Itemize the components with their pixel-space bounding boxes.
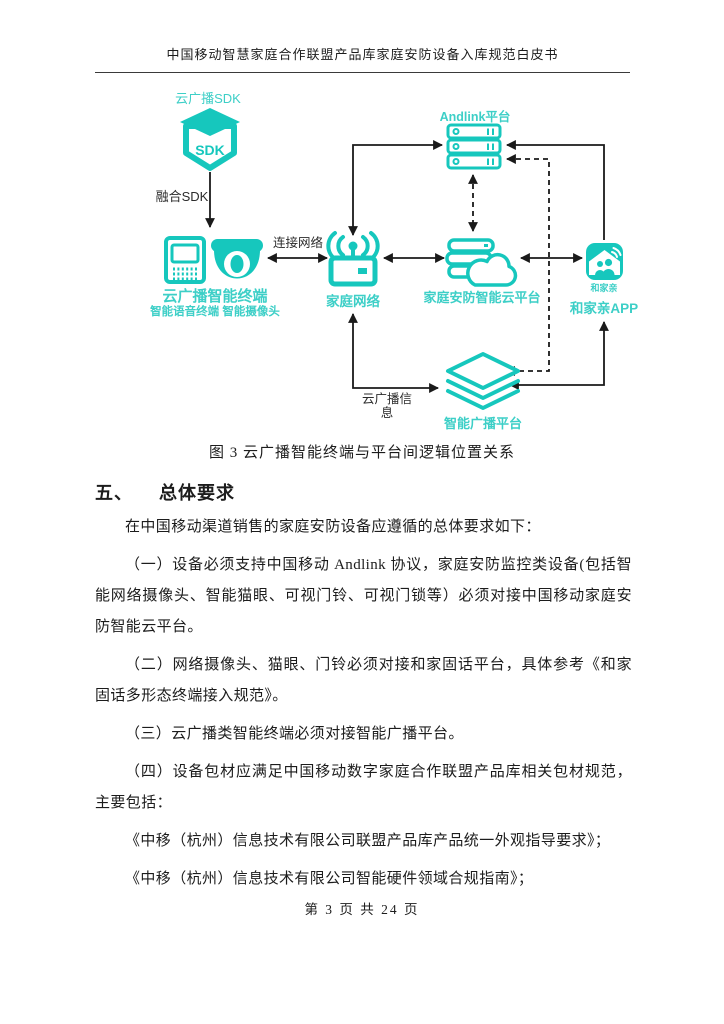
label-connect-network: 连接网络 bbox=[272, 236, 323, 250]
section-body: 在中国移动渠道销售的家庭安防设备应遵循的总体要求如下： （一）设备必须支持中国移… bbox=[95, 512, 632, 901]
section-heading: 五、 总体要求 bbox=[95, 479, 235, 505]
paragraph: （一）设备必须支持中国移动 Andlink 协议，家庭安防监控类设备(包括智能网… bbox=[95, 557, 632, 635]
doc-reference: 《中移（杭州）信息技术有限公司智能硬件领域合规指南》； bbox=[125, 871, 534, 887]
paragraph: （二）网络摄像头、猫眼、门铃必须对接和家固话平台，具体参考《和家固话多形态终端接… bbox=[95, 657, 632, 704]
label-security-cloud-platform: 家庭安防智能云平台 bbox=[423, 290, 541, 305]
andlink-server-icon bbox=[446, 123, 502, 170]
section-number: 五、 bbox=[95, 483, 133, 503]
topology-diagram: SDK bbox=[0, 0, 724, 440]
paragraph: 在中国移动渠道销售的家庭安防设备应遵循的总体要求如下： bbox=[125, 519, 541, 535]
diagram-canvas: SDK bbox=[164, 108, 623, 410]
arrow-app-to-andlink bbox=[506, 140, 605, 240]
label-andlink-platform: Andlink平台 bbox=[439, 110, 511, 124]
paragraph: （四）设备包材应满足中国移动数字家庭合作联盟产品库相关包材规范，主要包括： bbox=[95, 764, 632, 811]
page-number: 第 3 页 共 24 页 bbox=[304, 902, 420, 917]
label-broadcast-platform: 智能广播平台 bbox=[443, 416, 522, 431]
label-cloud-broadcast-sdk: 云广播SDK bbox=[175, 91, 241, 106]
sdk-icon-text: SDK bbox=[195, 142, 225, 158]
label-hejiaqin-app: 和家亲APP bbox=[569, 301, 639, 316]
label-terminal-subtypes: 智能语音终端 智能摄像头 bbox=[150, 306, 280, 318]
voice-terminal-icon bbox=[164, 236, 206, 284]
section-title: 总体要求 bbox=[159, 483, 235, 503]
label-fuse-sdk: 融合SDK bbox=[155, 189, 209, 204]
arrow-router-broadcast bbox=[348, 313, 439, 393]
router-icon bbox=[326, 231, 380, 287]
label-broadcast-terminal: 云广播智能终端 bbox=[162, 288, 268, 305]
label-broadcast-info: 云广播信息 bbox=[361, 392, 412, 421]
arrow-router-andlink bbox=[348, 140, 443, 236]
figure-caption: 图 3 云广播智能终端与平台间逻辑位置关系 bbox=[208, 445, 515, 461]
broadcast-layers-icon bbox=[446, 352, 520, 410]
label-home-network: 家庭网络 bbox=[326, 294, 380, 309]
label-app-icon-caption: 和家亲 bbox=[590, 283, 618, 293]
doc-reference: 《中移（杭州）信息技术有限公司联盟产品库产品统一外观指导要求》； bbox=[125, 833, 611, 849]
paragraph: （三）云广播类智能终端必须对接智能广播平台。 bbox=[125, 726, 464, 742]
arrow-andlink-broadcast-dashed bbox=[505, 154, 550, 376]
camera-icon bbox=[211, 239, 263, 279]
sdk-icon: SDK bbox=[180, 108, 240, 171]
connector-arrows bbox=[205, 140, 609, 393]
security-cloud-icon bbox=[445, 238, 518, 287]
page-header-title: 中国移动智慧家庭合作联盟产品库家庭安防设备入库规范白皮书 bbox=[95, 44, 630, 73]
arrow-broadcast-app bbox=[509, 321, 609, 390]
hejiaqin-app-icon bbox=[586, 243, 623, 280]
